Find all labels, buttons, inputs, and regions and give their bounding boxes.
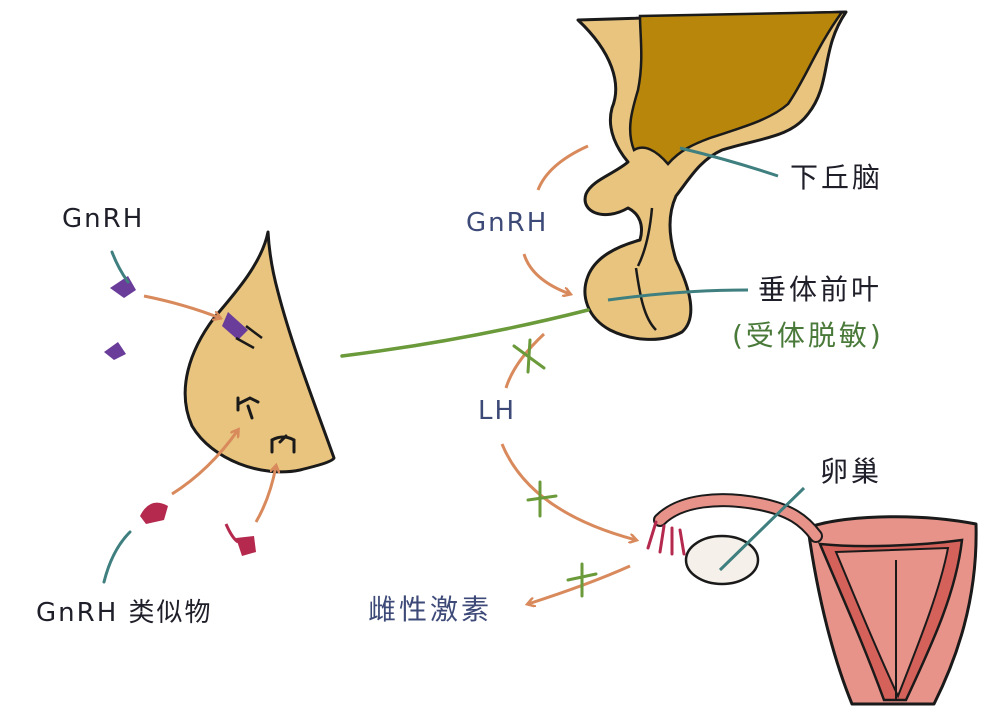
label-lh: LH — [478, 396, 517, 426]
leader-line — [718, 486, 806, 572]
receptor-icon — [270, 434, 296, 454]
analog-tail — [224, 523, 239, 544]
arrow — [143, 294, 220, 318]
gnrh-molecule-icon — [104, 342, 126, 360]
uterus — [646, 493, 978, 706]
leader-line — [607, 288, 749, 302]
label-desensitization: (受体脱敏) — [732, 319, 884, 352]
label-estrogen: 雌性激素 — [368, 593, 493, 626]
leader-line — [110, 250, 130, 284]
label-gnrh-center: GnRH — [466, 208, 549, 238]
arrow — [254, 466, 276, 523]
arrow — [522, 253, 570, 294]
label-ovary: 卵巢 — [820, 455, 883, 488]
analog-molecule-icon — [140, 502, 168, 524]
gnrh-molecule-icon — [110, 276, 136, 298]
receptor-icon — [236, 396, 260, 420]
arrow — [536, 144, 589, 191]
leader-line — [102, 530, 132, 584]
block-icon — [512, 338, 546, 374]
hypothalamus-pituitary — [576, 10, 848, 341]
label-hypothalamus: 下丘脑 — [790, 161, 884, 194]
receptor-bound-icon — [222, 312, 263, 350]
arrow — [500, 443, 636, 540]
connector-line — [340, 308, 590, 358]
pituitary-cell — [183, 230, 336, 474]
label-pituitary: 垂体前叶 — [758, 273, 883, 306]
block-icon — [526, 480, 558, 518]
leader-line — [679, 146, 779, 178]
label-gnrh-left: GnRH — [62, 204, 145, 234]
block-icon — [566, 562, 598, 598]
analog-molecule-icon — [236, 536, 256, 556]
label-gnrh-analog: GnRH 类似物 — [36, 598, 213, 628]
arrow — [528, 564, 631, 604]
arrow — [171, 430, 238, 496]
arrow — [504, 332, 546, 389]
ovary — [684, 534, 760, 586]
